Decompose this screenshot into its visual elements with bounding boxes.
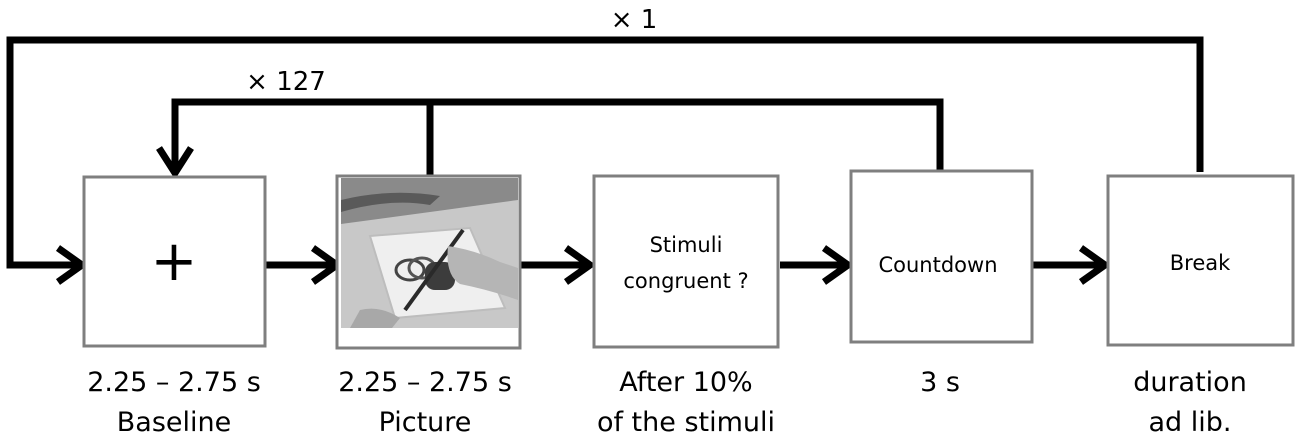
inner-loop-label: × 127 — [246, 67, 326, 97]
break-duration: duration — [1133, 367, 1247, 398]
stimuli-frequency: After 10% — [619, 367, 752, 398]
stimuli-box-line2: congruent ? — [623, 269, 748, 293]
stimuli-caption: of the stimuli — [597, 407, 775, 438]
picture-box — [335, 174, 522, 350]
countdown-duration: 3 s — [920, 367, 960, 398]
stimuli-box-line1: Stimuli — [650, 233, 723, 257]
baseline-caption: Baseline — [117, 407, 231, 438]
stimuli-congruent-box — [592, 174, 780, 349]
outer-loop-label: × 1 — [611, 5, 658, 35]
picture-caption: Picture — [379, 407, 472, 438]
baseline-box — [82, 175, 267, 348]
break-caption: ad lib. — [1149, 407, 1232, 438]
inner-loop-arrow — [156, 98, 944, 180]
countdown-box — [849, 169, 1034, 344]
picture-duration: 2.25 – 2.75 s — [338, 367, 512, 398]
baseline-duration: 2.25 – 2.75 s — [87, 367, 261, 398]
fixation-cross: + — [151, 229, 198, 294]
break-box-label: Break — [1170, 251, 1231, 275]
stimulus-photo — [341, 178, 518, 328]
outer-loop-arrow — [6, 36, 1204, 285]
break-box — [1106, 174, 1295, 347]
countdown-box-label: Countdown — [878, 253, 997, 277]
